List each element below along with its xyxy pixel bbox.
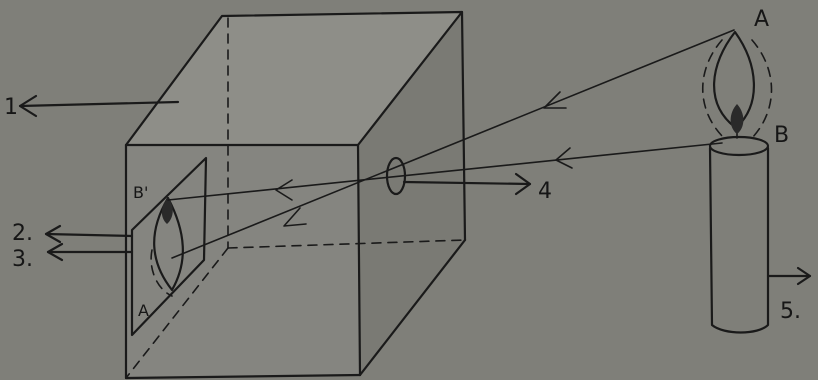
candle-flame: [713, 30, 755, 130]
pointer-2-line: [44, 232, 134, 238]
light-rays: [167, 29, 735, 259]
labels: 1 2. 3. 4 5. A B B' A: [4, 7, 801, 324]
box-front-right-edge: [356, 143, 362, 377]
candle-flame-core: [730, 104, 744, 134]
box-back-right-edge: [460, 10, 467, 242]
pointer-2-arrowhead: [44, 224, 62, 244]
pointer-5-arrowhead: [796, 266, 812, 286]
box-side-bottom-edge: [358, 238, 467, 377]
label-point-b: B: [774, 123, 789, 148]
ray-from-b-inner-arrowhead: [275, 179, 293, 201]
ray-from-b: [167, 142, 723, 201]
label-image-a: A: [138, 301, 149, 320]
candle-top: [708, 135, 770, 157]
box-side-face: [358, 12, 465, 375]
flame-glow: [702, 39, 773, 139]
image-glow: [150, 249, 173, 297]
pointer-4-line: [402, 180, 532, 186]
label-image-b: B': [133, 183, 148, 202]
pointers: [18, 94, 812, 286]
pointer-3-arrowhead: [46, 242, 64, 262]
box-hidden-diagonal-edge: [125, 247, 229, 379]
label-5: 5.: [780, 299, 801, 324]
inverted-flame-core: [161, 198, 173, 224]
box-front-face: [126, 145, 360, 378]
label-4: 4: [538, 179, 552, 204]
screen-plane: [130, 156, 208, 337]
box-hidden-bottom-edge: [227, 239, 466, 249]
pointer-4-arrowhead: [514, 172, 532, 196]
label-1: 1: [4, 95, 18, 120]
label-2: 2.: [12, 221, 33, 246]
ray-from-b-arrowhead: [555, 147, 573, 169]
candle: [702, 30, 773, 334]
candle-body: [708, 146, 770, 334]
box-top-face: [126, 12, 462, 145]
label-point-a: A: [754, 7, 769, 32]
pointer-1-line: [18, 100, 180, 108]
ray-from-a-arrowhead: [543, 91, 567, 109]
ray-from-a: [171, 29, 735, 259]
pointer-1-arrowhead: [18, 94, 38, 118]
screen: [130, 156, 208, 337]
box-front-bottom-edge: [124, 373, 362, 380]
ray-from-a-inner-arrowhead: [283, 207, 307, 227]
label-3: 3.: [12, 247, 33, 272]
camera-box: [124, 10, 467, 380]
